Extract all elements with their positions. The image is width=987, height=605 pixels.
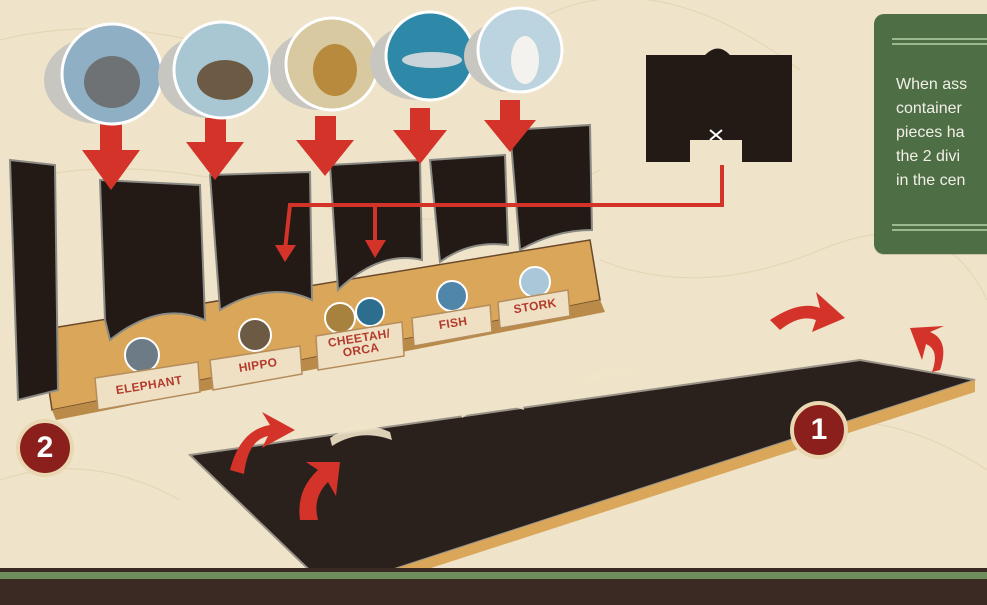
fish-token-stack	[370, 12, 474, 100]
footer-band	[0, 568, 987, 605]
animal-token-stacks	[44, 8, 562, 124]
footer-stripe	[0, 572, 987, 579]
hippo-token-stack	[158, 22, 270, 118]
step-2-badge: 2	[16, 419, 74, 477]
divider-piece	[646, 49, 792, 163]
elephant-token-stack	[44, 24, 162, 124]
stork-token-stack	[464, 8, 562, 92]
flat-container-piece	[190, 341, 975, 600]
step-1-badge: 1	[790, 401, 848, 459]
cheetah-token-stack	[270, 18, 378, 110]
